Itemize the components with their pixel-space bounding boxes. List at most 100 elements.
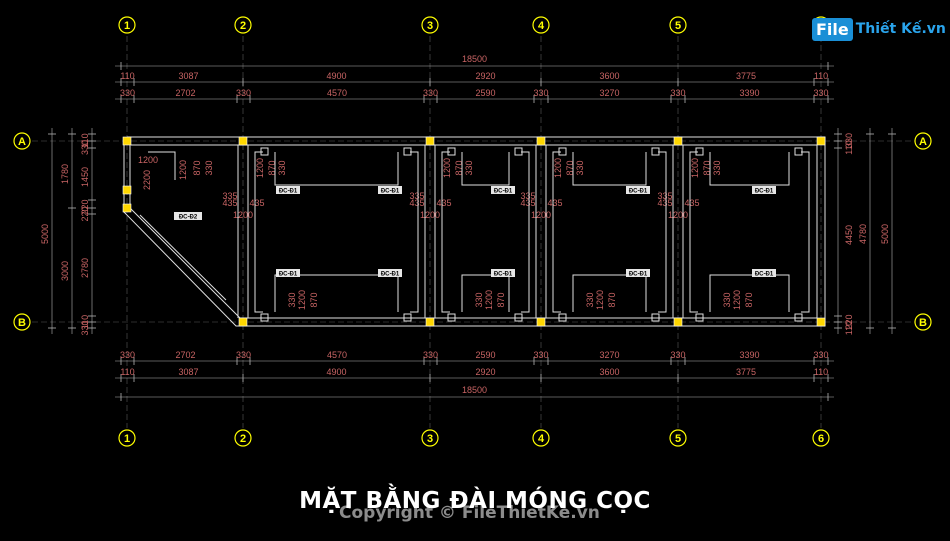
dim-text: 335 [409,191,424,201]
dim-text: 330 [120,350,135,360]
cap-edge [274,274,399,312]
dim-text: 330 [204,160,214,175]
outer-beam [129,144,818,319]
tag-box [276,269,300,277]
tag-box [378,269,402,277]
pile [403,313,412,322]
grid-label: 3 [427,20,433,32]
column [122,203,132,213]
pile [260,313,269,322]
cap-edge [572,274,647,312]
cap-edge [410,151,419,313]
dim-text: 1200 [668,210,688,220]
cap-edge [461,274,510,312]
dim-text: 435 [547,198,562,208]
dim-text: 870 [565,160,575,175]
dim-text: 870 [607,292,617,307]
column [536,136,546,146]
dim-text: 1200 [297,290,307,310]
column [238,136,248,146]
cap-edge [521,151,530,313]
cap-edge [709,152,790,186]
site-logo: File Thiết Kế.vn [812,14,946,44]
dim-text: 110 [120,71,134,81]
column [425,317,435,327]
dim-text: 330 [670,88,685,98]
grid-lines [32,36,915,428]
dim-text: 435 [436,198,451,208]
foundation-tag: ĐC-Đ1 [755,189,774,195]
dim-text: 2780 [80,258,90,278]
dim-text: 330 [287,292,297,307]
foundation-tag: ĐC-Đ1 [279,189,298,195]
grid-bubble [421,16,439,34]
dim-text: 435 [520,198,535,208]
dim-text: 335 [520,191,535,201]
dim-text: 435 [409,198,424,208]
dim-text: 110 [80,315,90,329]
dim-text: 2200 [142,170,152,190]
cap-edge [689,151,698,313]
tag-box [626,269,650,277]
dim-text: 1200 [553,158,563,178]
column [122,185,132,195]
tag-box [491,186,515,194]
dim-text: 330 [120,88,135,98]
dim-text: 2920 [475,71,495,81]
grid-bubble [669,429,687,447]
grid-bubble [13,132,31,150]
logo-file: File [812,17,853,41]
dim-text: 3390 [739,88,759,98]
outer-beam [123,136,826,327]
dim-text: 220 [80,199,90,214]
dim-text: 1200 [690,158,700,178]
grid-label: 6 [818,433,824,445]
dim-text: 330 [236,88,251,98]
foundation-tag: ĐC-Đ1 [381,272,400,278]
dim-text: 2702 [175,350,195,360]
dim-text: 1200 [255,158,265,178]
dim-text: 330 [533,350,548,360]
grid-bubble [669,16,687,34]
dim-text: 2590 [475,88,495,98]
foundation-beams [123,136,826,327]
foundation-tag: ĐC-Đ1 [629,272,648,278]
grid-bubble [532,16,550,34]
dim-text: 330 [533,88,548,98]
dim-text: 1200 [531,210,551,220]
pile [558,147,567,156]
dim-text: 870 [744,292,754,307]
drawing-title: MẶT BẰNG ĐÀI MÓNG CỌC [299,488,651,514]
grid-bubble [914,132,932,150]
grid-label: 3 [427,433,433,445]
cap-edge [274,152,399,186]
copyright-watermark: Copyright © FileThietKe.vn [339,503,600,523]
dim-text: 330 [813,350,828,360]
pile [403,147,412,156]
dim-text: 3600 [599,71,619,81]
grid-label: 5 [675,433,681,445]
dim-text: 3270 [599,350,619,360]
pile [695,147,704,156]
dim-text: 110 [80,133,90,147]
dim-text: 330 [585,292,595,307]
grid-bubble [13,313,31,331]
pile [514,313,523,322]
pile [514,147,523,156]
dim-text: 330 [236,350,251,360]
grid-label: 1 [124,433,130,445]
dim-text: 1200 [233,210,253,220]
dim-text: 3775 [736,71,756,81]
dim-text: 5000 [40,224,50,244]
cap-edge [552,151,561,313]
dim-text: 1200 [732,290,742,310]
column [425,136,435,146]
grid-bubble [914,313,932,331]
dim-text: 220 [80,206,90,221]
cap-edge [461,152,510,186]
pile [558,313,567,322]
dim-text: 435 [249,198,264,208]
dim-text: 870 [702,160,712,175]
dim-text: 5000 [880,224,890,244]
